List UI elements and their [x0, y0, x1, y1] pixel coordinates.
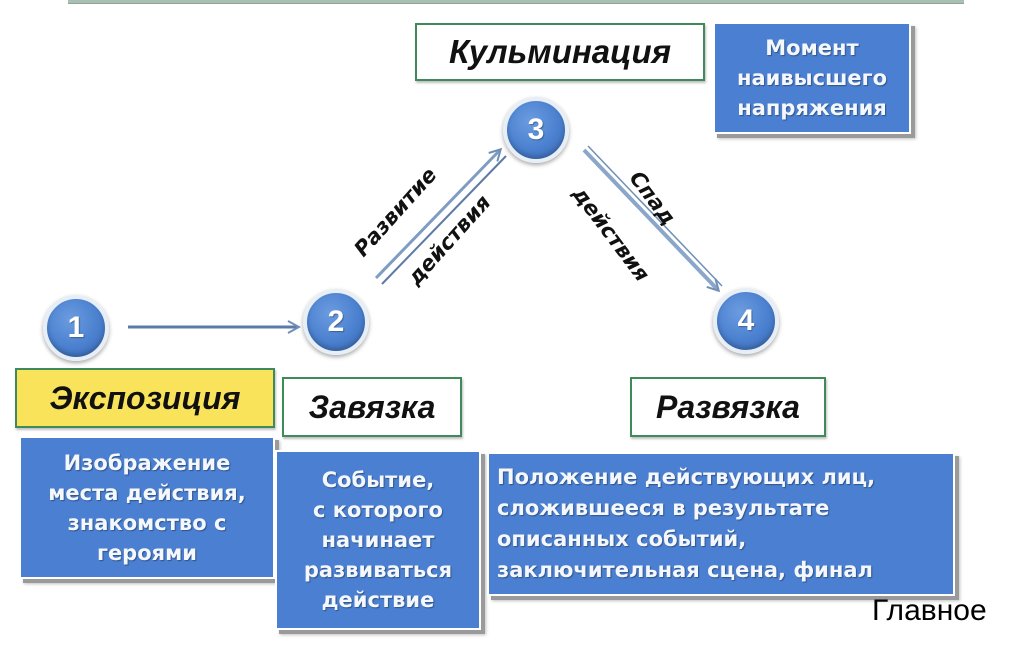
description-line: напряжения: [737, 96, 887, 120]
node-circle-4: 4: [713, 288, 779, 354]
description-line: начинает: [321, 528, 435, 552]
label-resolution: Развязка: [630, 377, 826, 437]
description-line: с которого: [313, 498, 443, 522]
description-line: места действия,: [48, 480, 246, 505]
node-circle-3: 3: [503, 97, 569, 163]
description-resolution: Положение действующих лиц, сложившееся в…: [487, 452, 955, 596]
description-line: действие: [321, 588, 435, 612]
description-line: Событие,: [321, 468, 435, 492]
description-line: героями: [96, 540, 198, 565]
description-line: наивысшего: [736, 66, 888, 90]
label-exposition: Экспозиция: [15, 368, 275, 428]
description-line: развиваться: [303, 558, 453, 582]
label-climax: Кульминация: [415, 23, 705, 81]
description-climax: Момент наивысшего напряжения: [713, 22, 911, 134]
top-border-bar: [68, 0, 964, 4]
description-line: Положение действующих лиц,: [497, 465, 876, 489]
description-line: описанных событий,: [497, 527, 747, 551]
description-exposition: Изображение места действия, знакомство с…: [19, 436, 275, 579]
description-line: знакомство с: [67, 510, 227, 535]
node-circle-1: 1: [43, 295, 109, 361]
description-inciting-incident: Событие, с которого начинает развиваться…: [275, 450, 481, 630]
footer-main-label: Главное: [872, 594, 987, 627]
node-circle-2: 2: [303, 289, 369, 355]
description-line: заключительная сцена, финал: [497, 558, 873, 582]
arrow-2-to-3: [374, 150, 500, 280]
label-inciting-incident: Завязка: [282, 377, 462, 437]
description-line: Момент: [765, 36, 859, 60]
arrow-3-to-4: [582, 148, 718, 290]
description-line: сложившееся в результате: [497, 496, 830, 520]
description-line: Изображение: [63, 450, 231, 475]
